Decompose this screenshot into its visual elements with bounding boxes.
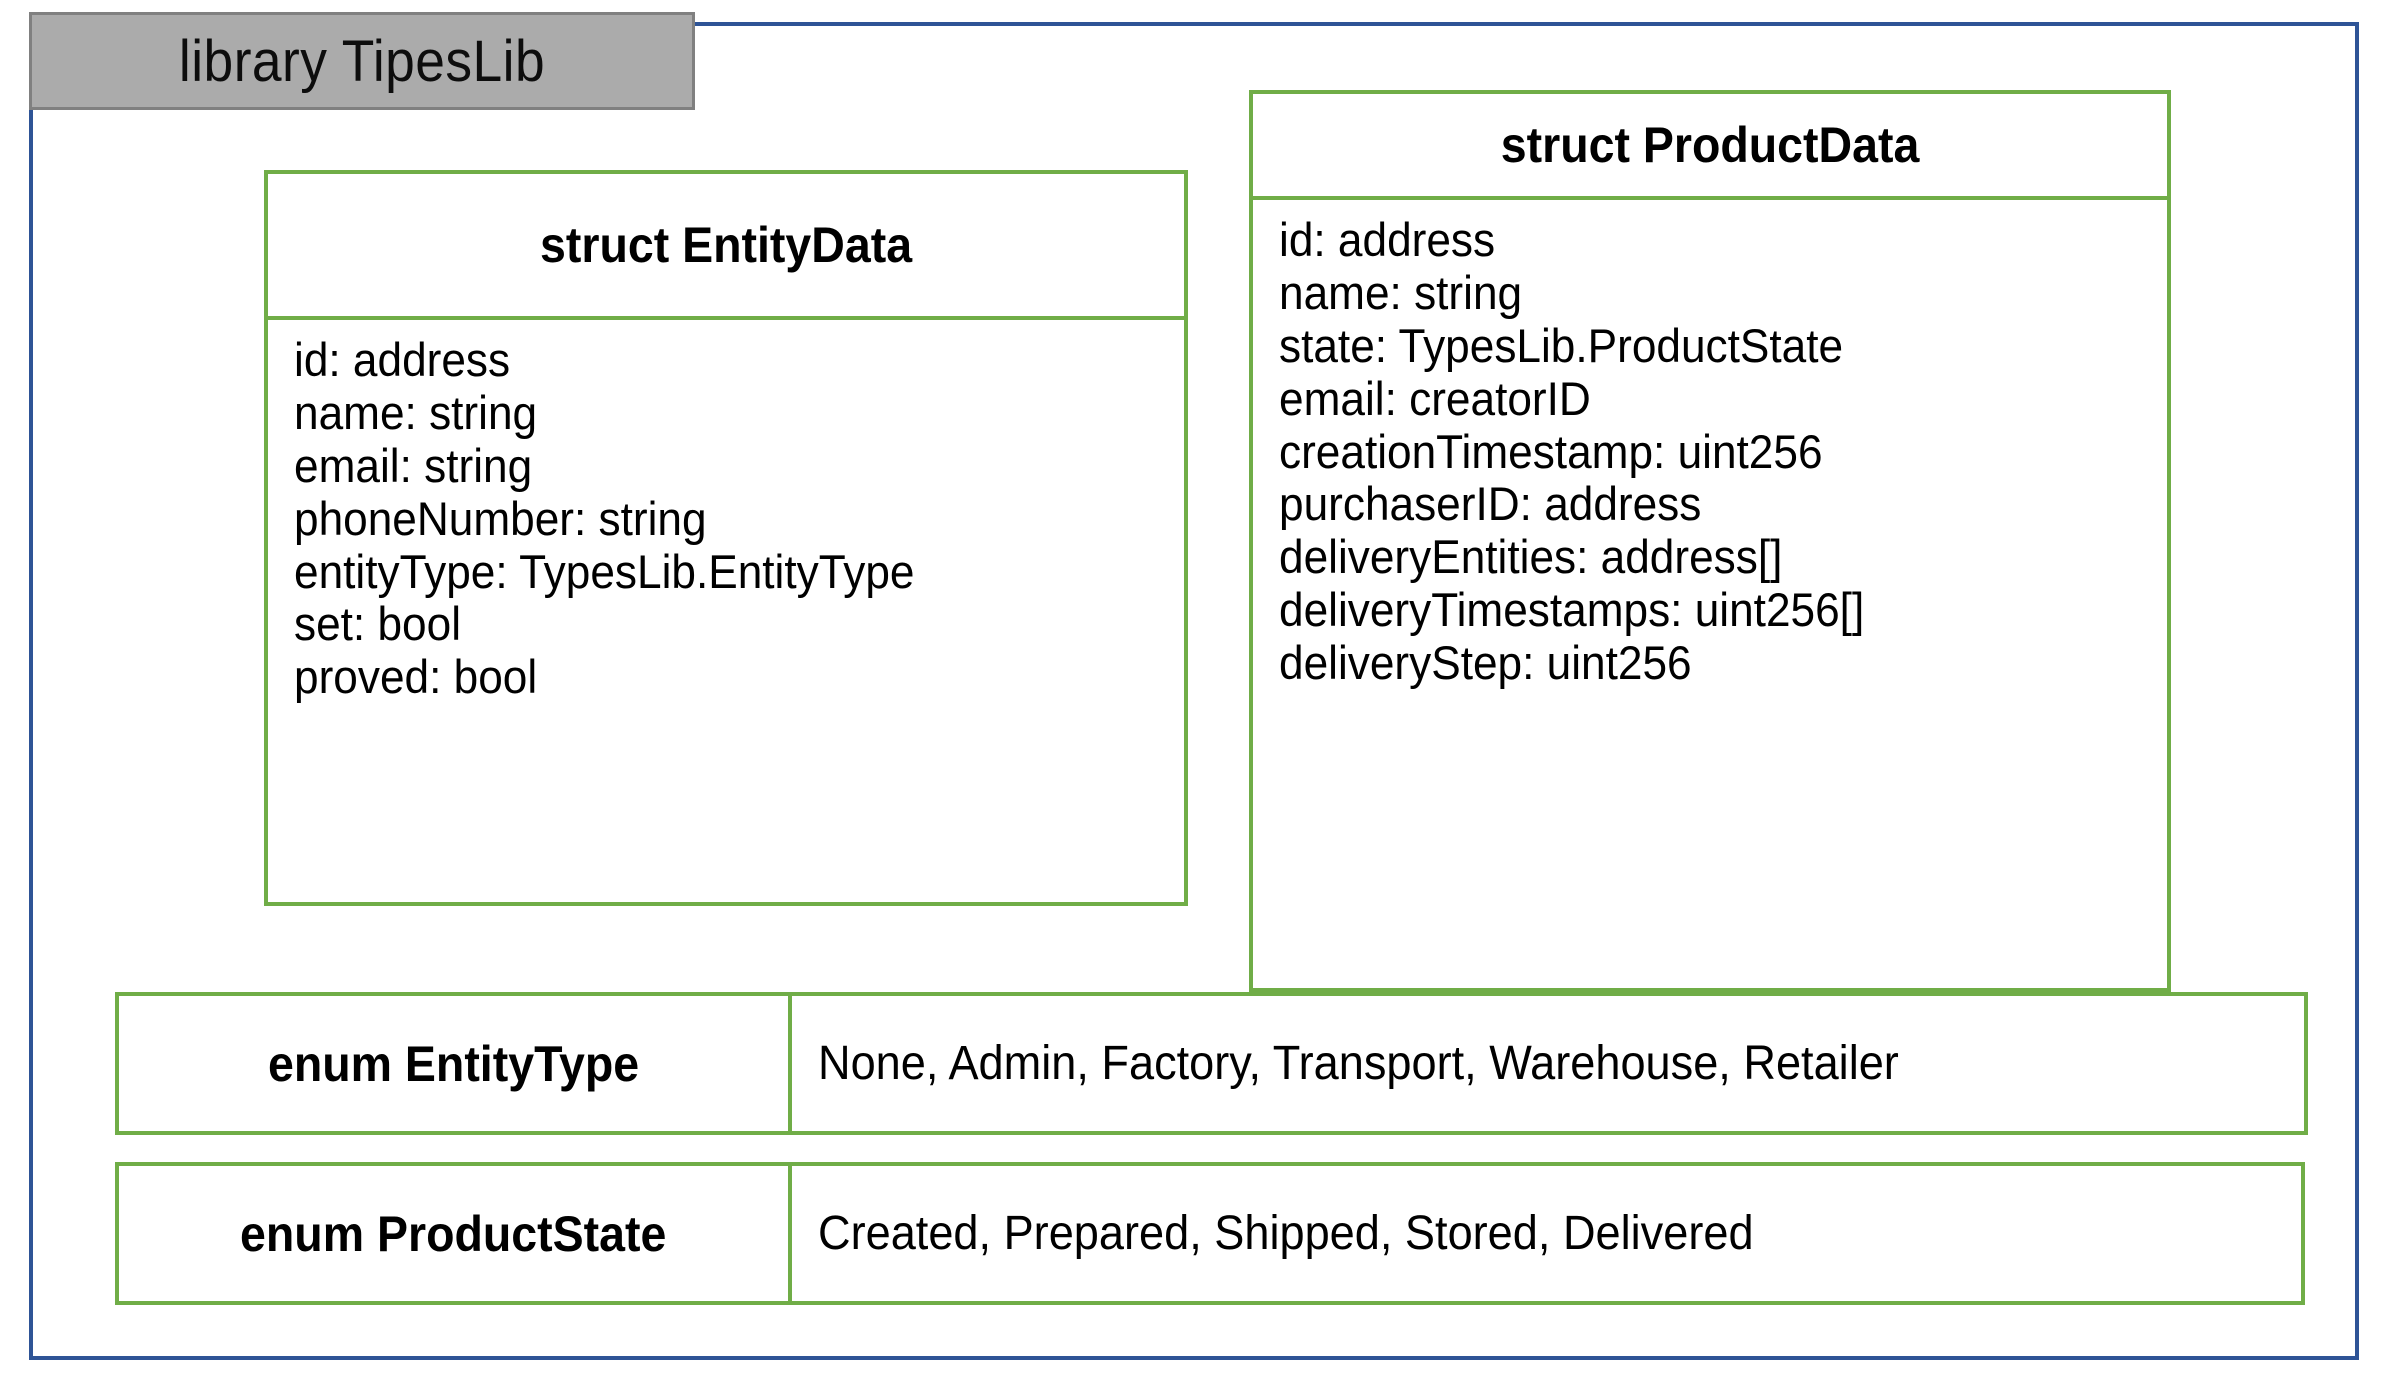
enum-product-state-name-cell: enum ProductState xyxy=(119,1166,792,1301)
enum-product-state-values-cell: Created, Prepared, Shipped, Stored, Deli… xyxy=(792,1166,2301,1301)
field-row: email: creatorID xyxy=(1279,371,1591,425)
enum-product-state-row: enum ProductState Created, Prepared, Shi… xyxy=(115,1162,2305,1305)
struct-product-data-title: struct ProductData xyxy=(1500,117,1920,173)
field-row: state: TypesLib.ProductState xyxy=(1279,318,1844,372)
enum-entity-type-values-cell: None, Admin, Factory, Transport, Warehou… xyxy=(792,996,2304,1131)
enum-entity-type-label: enum EntityType xyxy=(267,1035,640,1092)
field-row: name: string xyxy=(294,385,538,439)
struct-entity-data-title: struct EntityData xyxy=(539,217,913,273)
struct-entity-data-box: struct EntityData id: address name: stri… xyxy=(264,170,1188,906)
field-row: entityType: TypesLib.EntityType xyxy=(294,544,915,598)
field-row: id: address xyxy=(1279,213,1496,266)
enum-entity-type-name-cell: enum EntityType xyxy=(119,996,792,1131)
field-row: purchaserID: address xyxy=(1279,477,1702,531)
enum-entity-type-row: enum EntityType None, Admin, Factory, Tr… xyxy=(115,992,2308,1135)
field-row: deliveryEntities: address[] xyxy=(1279,530,1783,584)
struct-product-data-header: struct ProductData xyxy=(1253,94,2167,200)
field-row: proved: bool xyxy=(294,650,538,704)
field-row: creationTimestamp: uint256 xyxy=(1279,424,1823,478)
field-row: deliveryTimestamps: uint256[] xyxy=(1279,583,1865,637)
enum-product-state-label: enum ProductState xyxy=(240,1205,667,1262)
library-title-label: library TipesLib xyxy=(178,28,546,94)
field-row: id: address xyxy=(294,333,511,386)
struct-product-data-box: struct ProductData id: address name: str… xyxy=(1249,90,2171,992)
enum-entity-type-values: None, Admin, Factory, Transport, Warehou… xyxy=(818,1037,1899,1090)
library-frame xyxy=(29,22,2359,1360)
struct-product-data-fields: id: address name: string state: TypesLib… xyxy=(1253,200,2167,988)
field-row: name: string xyxy=(1279,265,1523,319)
field-row: email: string xyxy=(294,438,533,492)
field-row: deliveryStep: uint256 xyxy=(1279,636,1692,689)
field-row: set: bool xyxy=(294,597,462,651)
enum-product-state-values: Created, Prepared, Shipped, Stored, Deli… xyxy=(818,1207,1754,1260)
field-row: phoneNumber: string xyxy=(294,491,707,545)
library-title-tab: library TipesLib xyxy=(29,12,695,110)
struct-entity-data-header: struct EntityData xyxy=(268,174,1184,320)
struct-entity-data-fields: id: address name: string email: string p… xyxy=(268,320,1184,902)
